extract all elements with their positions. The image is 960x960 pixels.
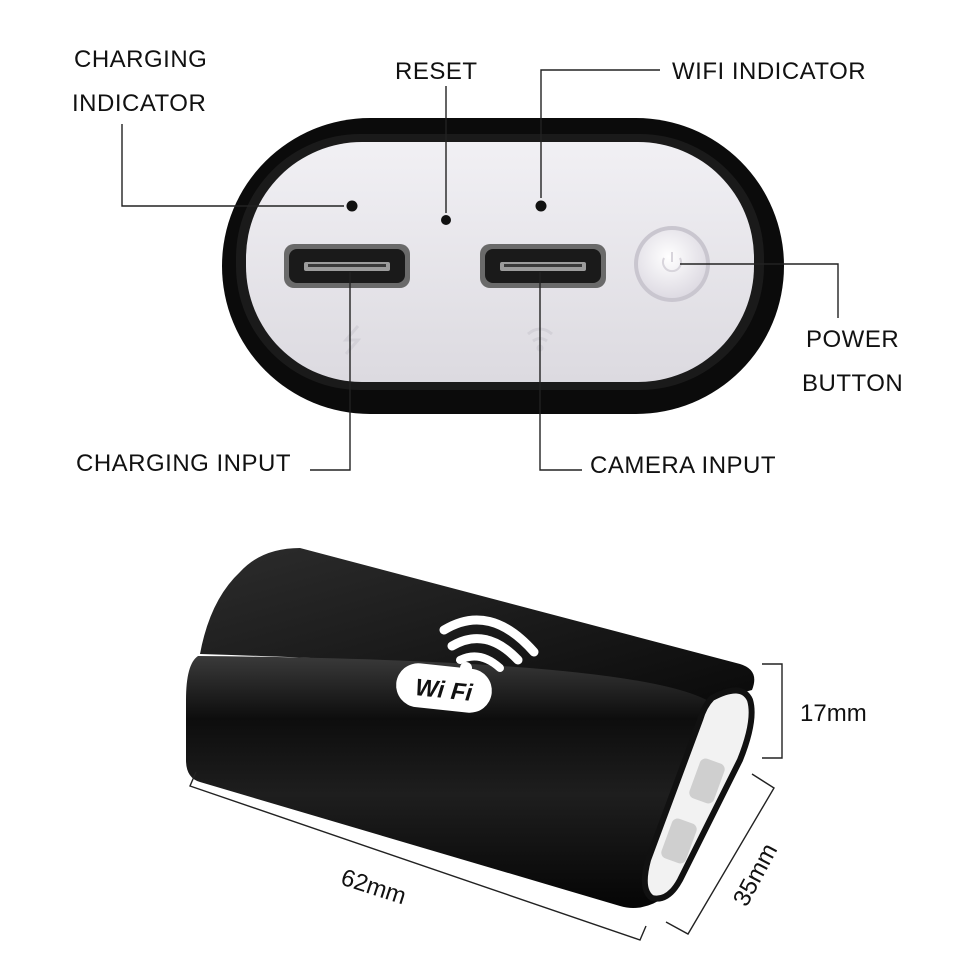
device-3d-view: Wi Fi <box>186 548 755 908</box>
leader-lines <box>121 69 839 471</box>
charging-indicator-leader <box>121 124 344 207</box>
charging-input-port <box>284 244 410 288</box>
wifi-indicator-leader <box>540 69 660 198</box>
length-dimension-line <box>189 771 647 941</box>
wifi-logo-text: Wi Fi <box>414 674 475 707</box>
power-button-leader <box>680 263 839 318</box>
charge-symbol-icon <box>342 325 362 355</box>
wifi-indicator-led <box>535 200 547 212</box>
camera-input-port <box>480 244 606 288</box>
width-dimension-line <box>665 773 775 935</box>
camera-input-leader <box>539 272 582 471</box>
end-port-2 <box>661 818 697 864</box>
wifi-indicator-label: WIFI INDICATOR <box>672 58 867 85</box>
charging-indicator-led <box>346 200 358 212</box>
device-top-surface <box>200 548 755 704</box>
charging-indicator-label-line2: INDICATOR <box>72 90 207 117</box>
height-dimension-label: 17mm <box>800 700 867 727</box>
charging-indicator-label-line1: CHARGING <box>74 46 208 73</box>
power-button-label-line2: BUTTON <box>802 370 904 397</box>
reset-hole <box>441 215 451 225</box>
charging-input-label: CHARGING INPUT <box>76 450 292 477</box>
power-button-label-line1: POWER <box>806 326 900 353</box>
power-icon <box>662 252 682 273</box>
device-end-face <box>222 118 784 414</box>
wifi-logo-badge <box>396 663 492 713</box>
camera-input-label: CAMERA INPUT <box>590 452 777 479</box>
wifi-logo-icon <box>439 615 539 672</box>
height-dimension-line <box>762 663 783 759</box>
device-front-side <box>186 656 710 908</box>
end-port-1 <box>689 758 725 804</box>
reset-label: RESET <box>395 58 478 85</box>
dimension-lines <box>189 663 783 941</box>
power-button[interactable] <box>638 230 706 298</box>
charging-input-leader <box>310 272 351 471</box>
